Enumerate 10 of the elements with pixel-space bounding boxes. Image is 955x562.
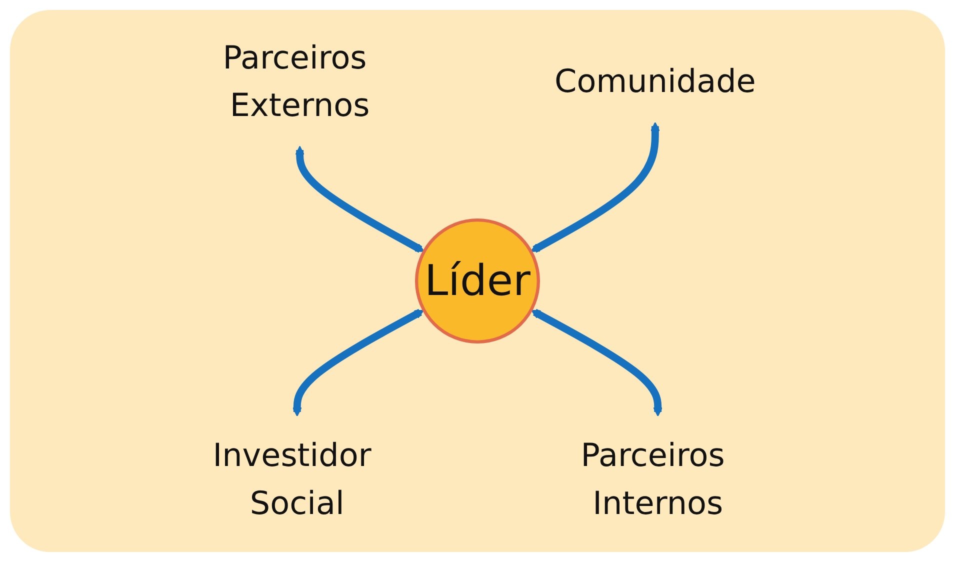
arrow	[295, 146, 425, 253]
arrow	[530, 122, 660, 253]
node-text: Parceiros Externos	[222, 40, 370, 125]
arrow	[530, 308, 663, 417]
node-circle	[414, 218, 540, 344]
arrow	[292, 308, 424, 417]
node-text: Comunidade	[554, 64, 756, 101]
node-text: Parceiros Internos	[580, 437, 725, 522]
panel-background: Parceiros Externos Comunidade Líder Investidor Social Parceiros Internos	[10, 10, 945, 552]
node-text: Investidor Social	[212, 437, 372, 522]
